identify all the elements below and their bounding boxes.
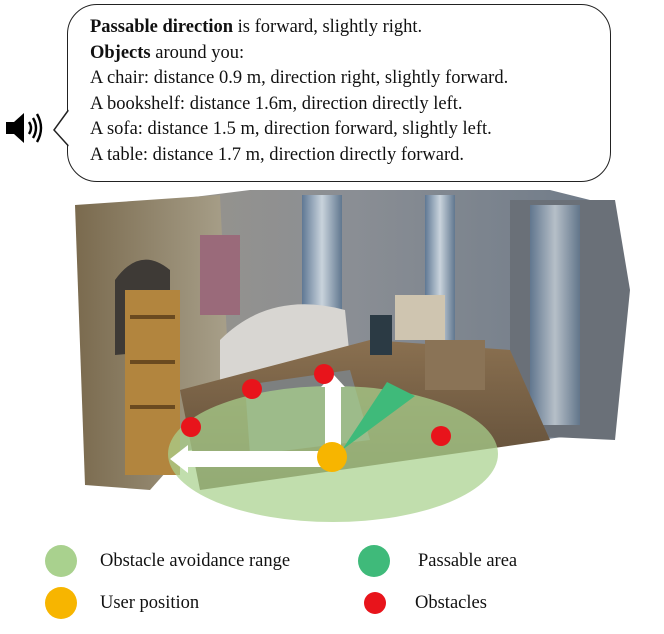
- wall-poster: [200, 235, 240, 315]
- user-swatch: [45, 587, 77, 619]
- passable-direction-line: Passable direction is forward, slightly …: [90, 17, 423, 37]
- object-line-chair: A chair: distance 0.9 m, direction right…: [90, 68, 509, 88]
- object-line-table: A table: distance 1.7 m, direction direc…: [90, 144, 464, 165]
- bubble-text: Passable direction is forward, slightly …: [90, 15, 508, 168]
- table: [425, 340, 485, 390]
- curtain-far-right: [530, 205, 580, 425]
- passable-area: [342, 382, 415, 450]
- passable-swatch: [358, 545, 390, 577]
- object-line-sofa: A sofa: distance 1.5 m, direction forwar…: [90, 119, 492, 139]
- legend-avoidance: Obstacle avoidance range: [45, 545, 290, 577]
- obstacle-marker: [181, 417, 201, 437]
- objects-heading: Objects around you:: [90, 42, 245, 63]
- front-label: Front: [323, 401, 339, 434]
- legend-obstacles: Obstacles: [364, 592, 487, 614]
- desk: [395, 295, 445, 340]
- obstacle-marker: [242, 379, 262, 399]
- avoidance-swatch: [45, 545, 77, 577]
- bubble-tail: [53, 108, 72, 150]
- front-arrow: [325, 386, 341, 448]
- left-arrow: [185, 451, 335, 467]
- chair: [370, 315, 392, 355]
- obstacle-swatch: [364, 592, 386, 614]
- obstacle-marker: [314, 364, 334, 384]
- obstacle-marker: [431, 426, 451, 446]
- speech-bubble: Passable direction is forward, slightly …: [67, 4, 611, 182]
- user-position-marker: [317, 442, 347, 472]
- legend-user: User position: [45, 587, 199, 619]
- room-point-cloud-scene: Front Left: [75, 190, 630, 522]
- speaker-icon: [6, 113, 43, 143]
- left-label: Left: [210, 451, 233, 467]
- legend-passable: Passable area: [358, 545, 517, 577]
- object-line-bookshelf: A bookshelf: distance 1.6m, direction di…: [90, 93, 463, 114]
